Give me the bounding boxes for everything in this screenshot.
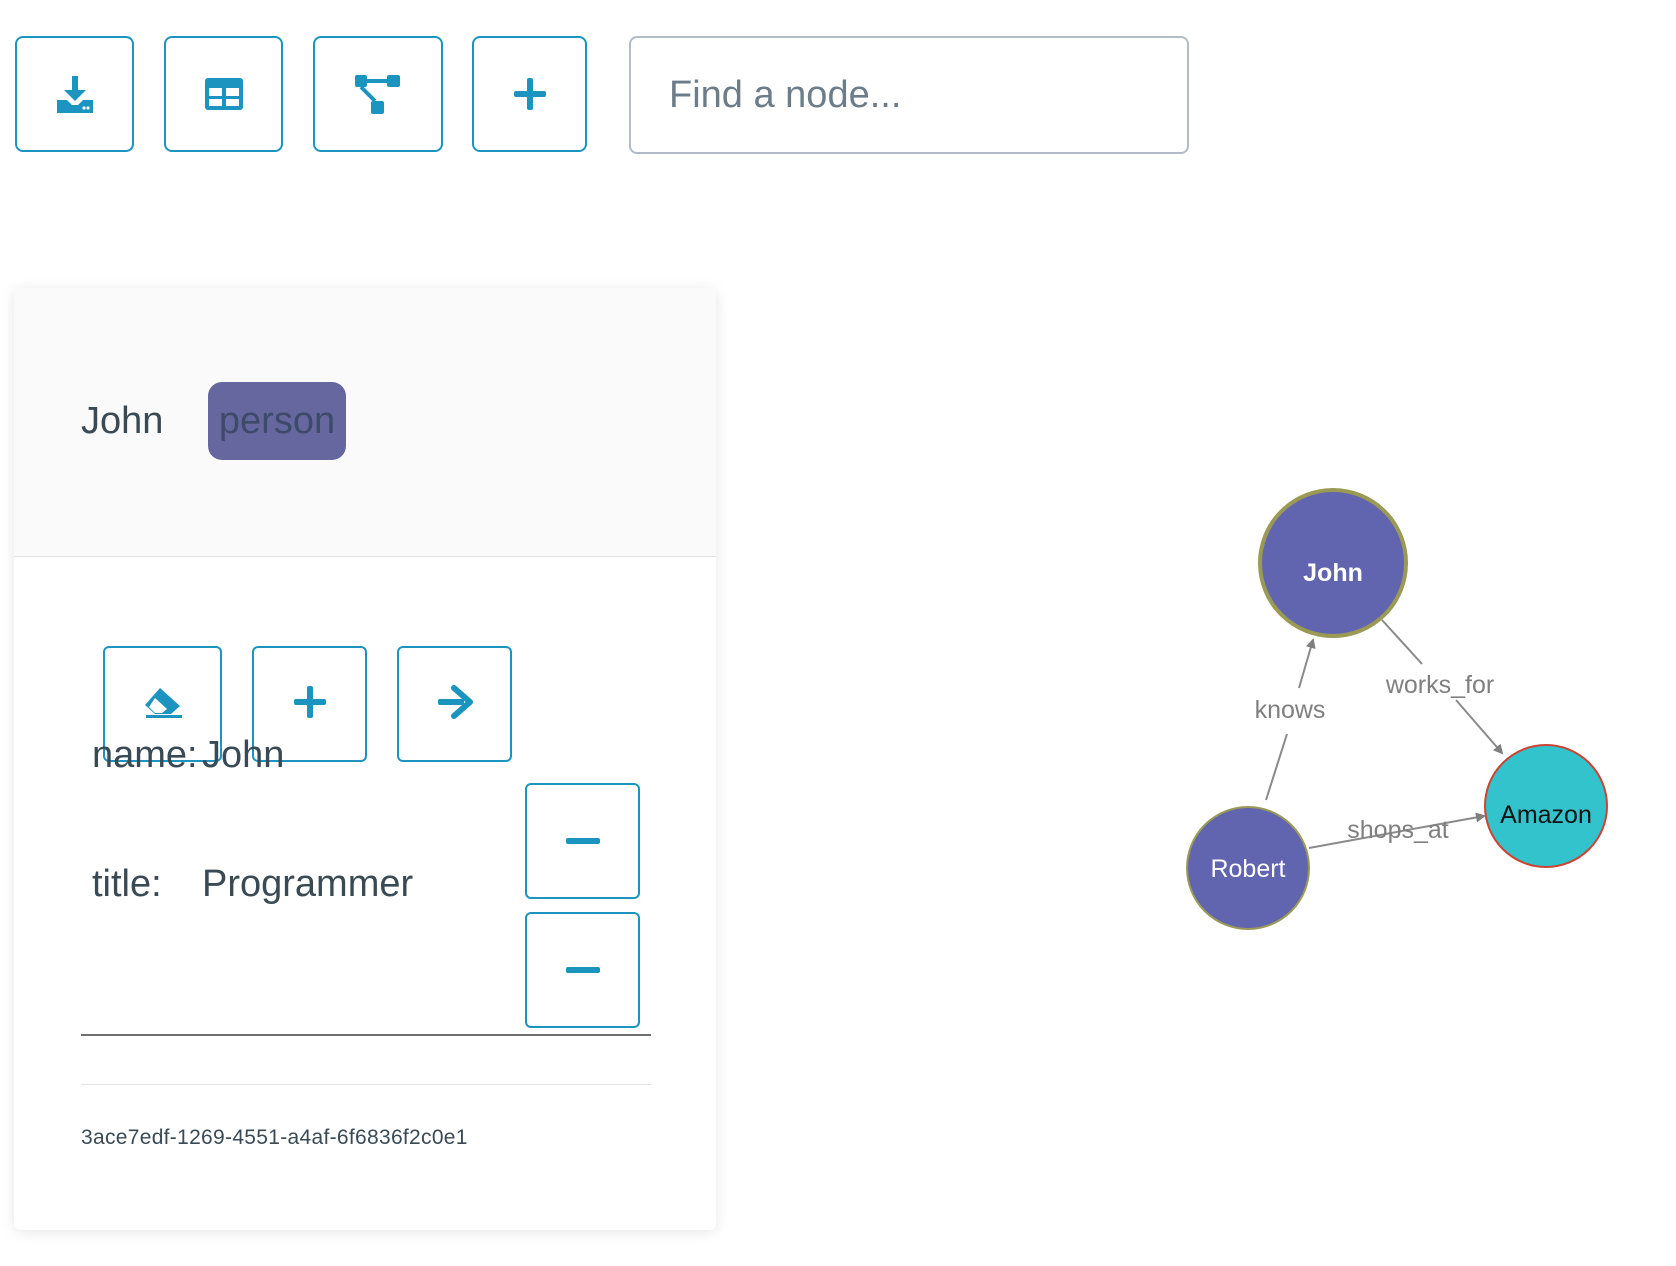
remove-property-button[interactable]: [525, 912, 640, 1028]
node-detail-panel: John person name: John: [14, 288, 716, 1230]
property-key-name: name:: [92, 734, 198, 776]
hierarchy-icon: [353, 73, 403, 115]
edge-shops-at[interactable]: shops_at: [1308, 812, 1486, 849]
remove-property-button[interactable]: [525, 783, 640, 899]
minus-icon: [565, 961, 601, 979]
download-button[interactable]: [15, 36, 134, 152]
edge-label-shops-at: shops_at: [1347, 816, 1449, 844]
graph-node-robert[interactable]: Robert: [1186, 806, 1310, 930]
divider: [81, 1084, 651, 1085]
go-to-node-button[interactable]: [397, 646, 512, 762]
download-icon: [55, 74, 95, 114]
property-value-name[interactable]: John: [202, 734, 285, 776]
property-value-title[interactable]: Programmer: [202, 863, 414, 905]
minus-icon: [565, 832, 601, 850]
node-label-john: John: [1303, 559, 1363, 587]
plus-icon: [292, 684, 328, 725]
node-id: 3ace7edf-1269-4551-a4af-6f6836f2c0e1: [81, 1126, 468, 1149]
add-node-button[interactable]: [472, 36, 587, 152]
node-label-badge[interactable]: person: [208, 382, 346, 460]
plus-icon: [512, 76, 548, 112]
arrow-right-icon: [436, 684, 474, 724]
edge-label-knows: knows: [1255, 696, 1326, 724]
edge-label-works-for: works_for: [1385, 671, 1494, 699]
edge-knows[interactable]: knows: [1255, 638, 1326, 801]
edge-works-for[interactable]: works_for: [1381, 619, 1504, 755]
property-key-title: title:: [92, 863, 162, 905]
add-property-button[interactable]: [252, 646, 367, 762]
node-name: John: [81, 400, 164, 442]
graph-layout-button[interactable]: [313, 36, 443, 152]
table-view-button[interactable]: [164, 36, 283, 152]
node-label-robert: Robert: [1210, 855, 1285, 883]
clear-button[interactable]: [103, 646, 222, 762]
panel-header: John person: [14, 288, 716, 557]
table-icon: [204, 77, 244, 111]
search-input[interactable]: [629, 36, 1189, 154]
graph-node-amazon[interactable]: Amazon: [1484, 744, 1608, 868]
properties-underline: [81, 1034, 651, 1036]
graph-node-john[interactable]: John: [1258, 488, 1408, 638]
eraser-icon: [142, 685, 184, 724]
node-label-amazon: Amazon: [1500, 801, 1592, 829]
